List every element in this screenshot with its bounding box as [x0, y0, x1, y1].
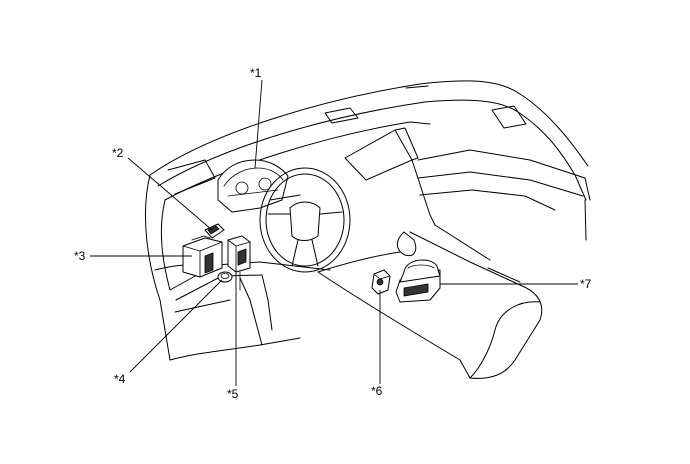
- component-4: [217, 271, 233, 283]
- steering-wheel: [259, 167, 351, 273]
- leader-lines: [90, 79, 578, 386]
- callout-1: *1: [250, 66, 262, 80]
- callout-3: *3: [74, 249, 86, 263]
- center-console-outline: [317, 224, 543, 379]
- dashboard-outline: [144, 80, 591, 361]
- component-3: [182, 235, 223, 278]
- instrument-cluster: [217, 159, 289, 213]
- component-5: [227, 235, 251, 291]
- callout-4: *4: [114, 372, 126, 386]
- component-7: [395, 259, 441, 303]
- lower-panel-outline: [154, 261, 331, 361]
- callout-6: *6: [371, 384, 383, 398]
- component-2: [204, 223, 225, 239]
- component-6: [371, 269, 391, 295]
- callout-2: *2: [112, 146, 124, 160]
- callout-5: *5: [227, 387, 239, 401]
- callout-7: *7: [580, 277, 592, 291]
